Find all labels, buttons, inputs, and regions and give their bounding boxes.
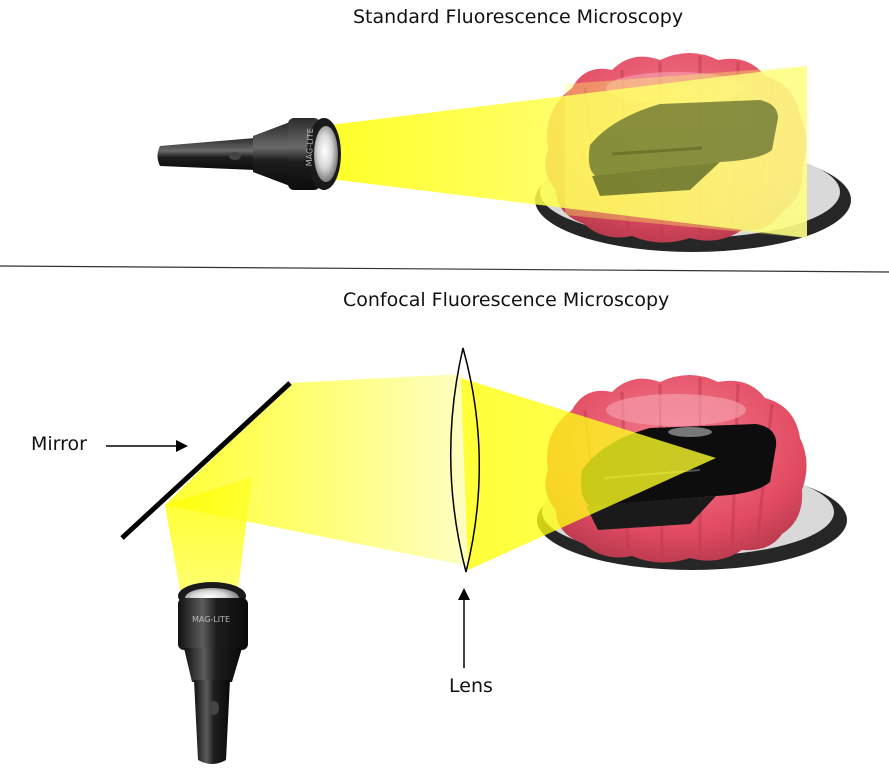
mirror-label: Mirror bbox=[31, 433, 87, 455]
bottom-panel-title: Confocal Fluorescence Microscopy bbox=[343, 289, 670, 311]
light-beam-reflected bbox=[165, 374, 468, 566]
lens-label: Lens bbox=[449, 675, 493, 697]
flashlight-icon: MAG-LITE bbox=[178, 582, 248, 764]
mirror-icon bbox=[120, 381, 292, 540]
flashlight-brand-bottom: MAG-LITE bbox=[192, 615, 230, 624]
stapler-icon bbox=[588, 100, 778, 196]
arrow-icon bbox=[106, 440, 188, 452]
flashlight-icon: MAG-LITE bbox=[157, 118, 341, 190]
top-panel-title: Standard Fluorescence Microscopy bbox=[353, 6, 684, 28]
flashlight-brand-top: MAG-LITE bbox=[305, 128, 315, 166]
top-panel: MAG-LITE bbox=[157, 53, 851, 252]
focused-beam bbox=[461, 378, 716, 570]
arrow-icon bbox=[458, 588, 470, 668]
bottom-panel: MAG-LITE bbox=[106, 347, 847, 764]
panel-divider bbox=[0, 265, 889, 273]
lens-icon bbox=[450, 347, 480, 573]
